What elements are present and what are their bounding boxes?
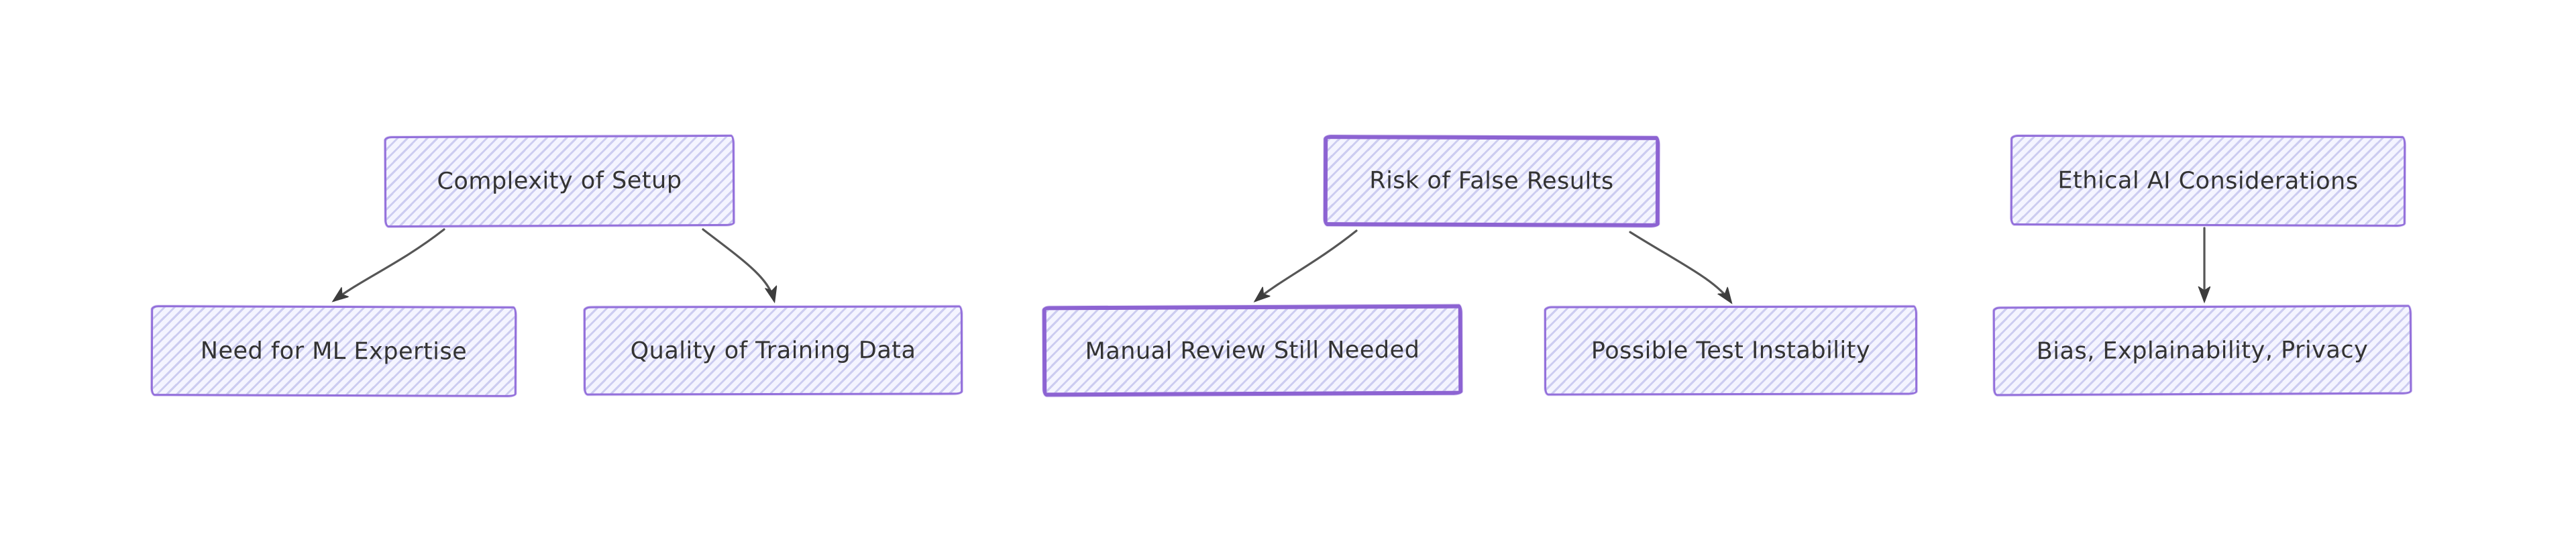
node-manual-review-still-needed: Manual Review Still Needed xyxy=(1042,304,1463,397)
node-label: Possible Test Instability xyxy=(1591,337,1871,364)
node-label: Manual Review Still Needed xyxy=(1085,336,1420,365)
node-label: Risk of False Results xyxy=(1369,167,1614,195)
node-label: Need for ML Expertise xyxy=(200,337,468,366)
edge-false-results-to-manual-review xyxy=(1256,229,1358,301)
edge-false-results-to-test-instability xyxy=(1629,231,1731,302)
edge-complexity-to-training-data xyxy=(702,228,774,301)
node-complexity-of-setup: Complexity of Setup xyxy=(384,134,735,228)
node-label: Quality of Training Data xyxy=(630,337,916,364)
node-label: Complexity of Setup xyxy=(437,167,682,195)
node-risk-of-false-results: Risk of False Results xyxy=(1323,135,1660,227)
edge-complexity-to-ml-expertise xyxy=(334,228,445,301)
node-quality-of-training-data: Quality of Training Data xyxy=(583,305,963,396)
node-need-for-ml-expertise: Need for ML Expertise xyxy=(150,305,517,397)
node-bias-explainability-privacy: Bias, Explainability, Privacy xyxy=(1992,305,2412,396)
node-label: Bias, Explainability, Privacy xyxy=(2036,336,2369,365)
node-label: Ethical AI Considerations xyxy=(2057,166,2359,195)
node-ethical-ai-considerations: Ethical AI Considerations xyxy=(2010,134,2406,227)
node-possible-test-instability: Possible Test Instability xyxy=(1544,305,1918,396)
